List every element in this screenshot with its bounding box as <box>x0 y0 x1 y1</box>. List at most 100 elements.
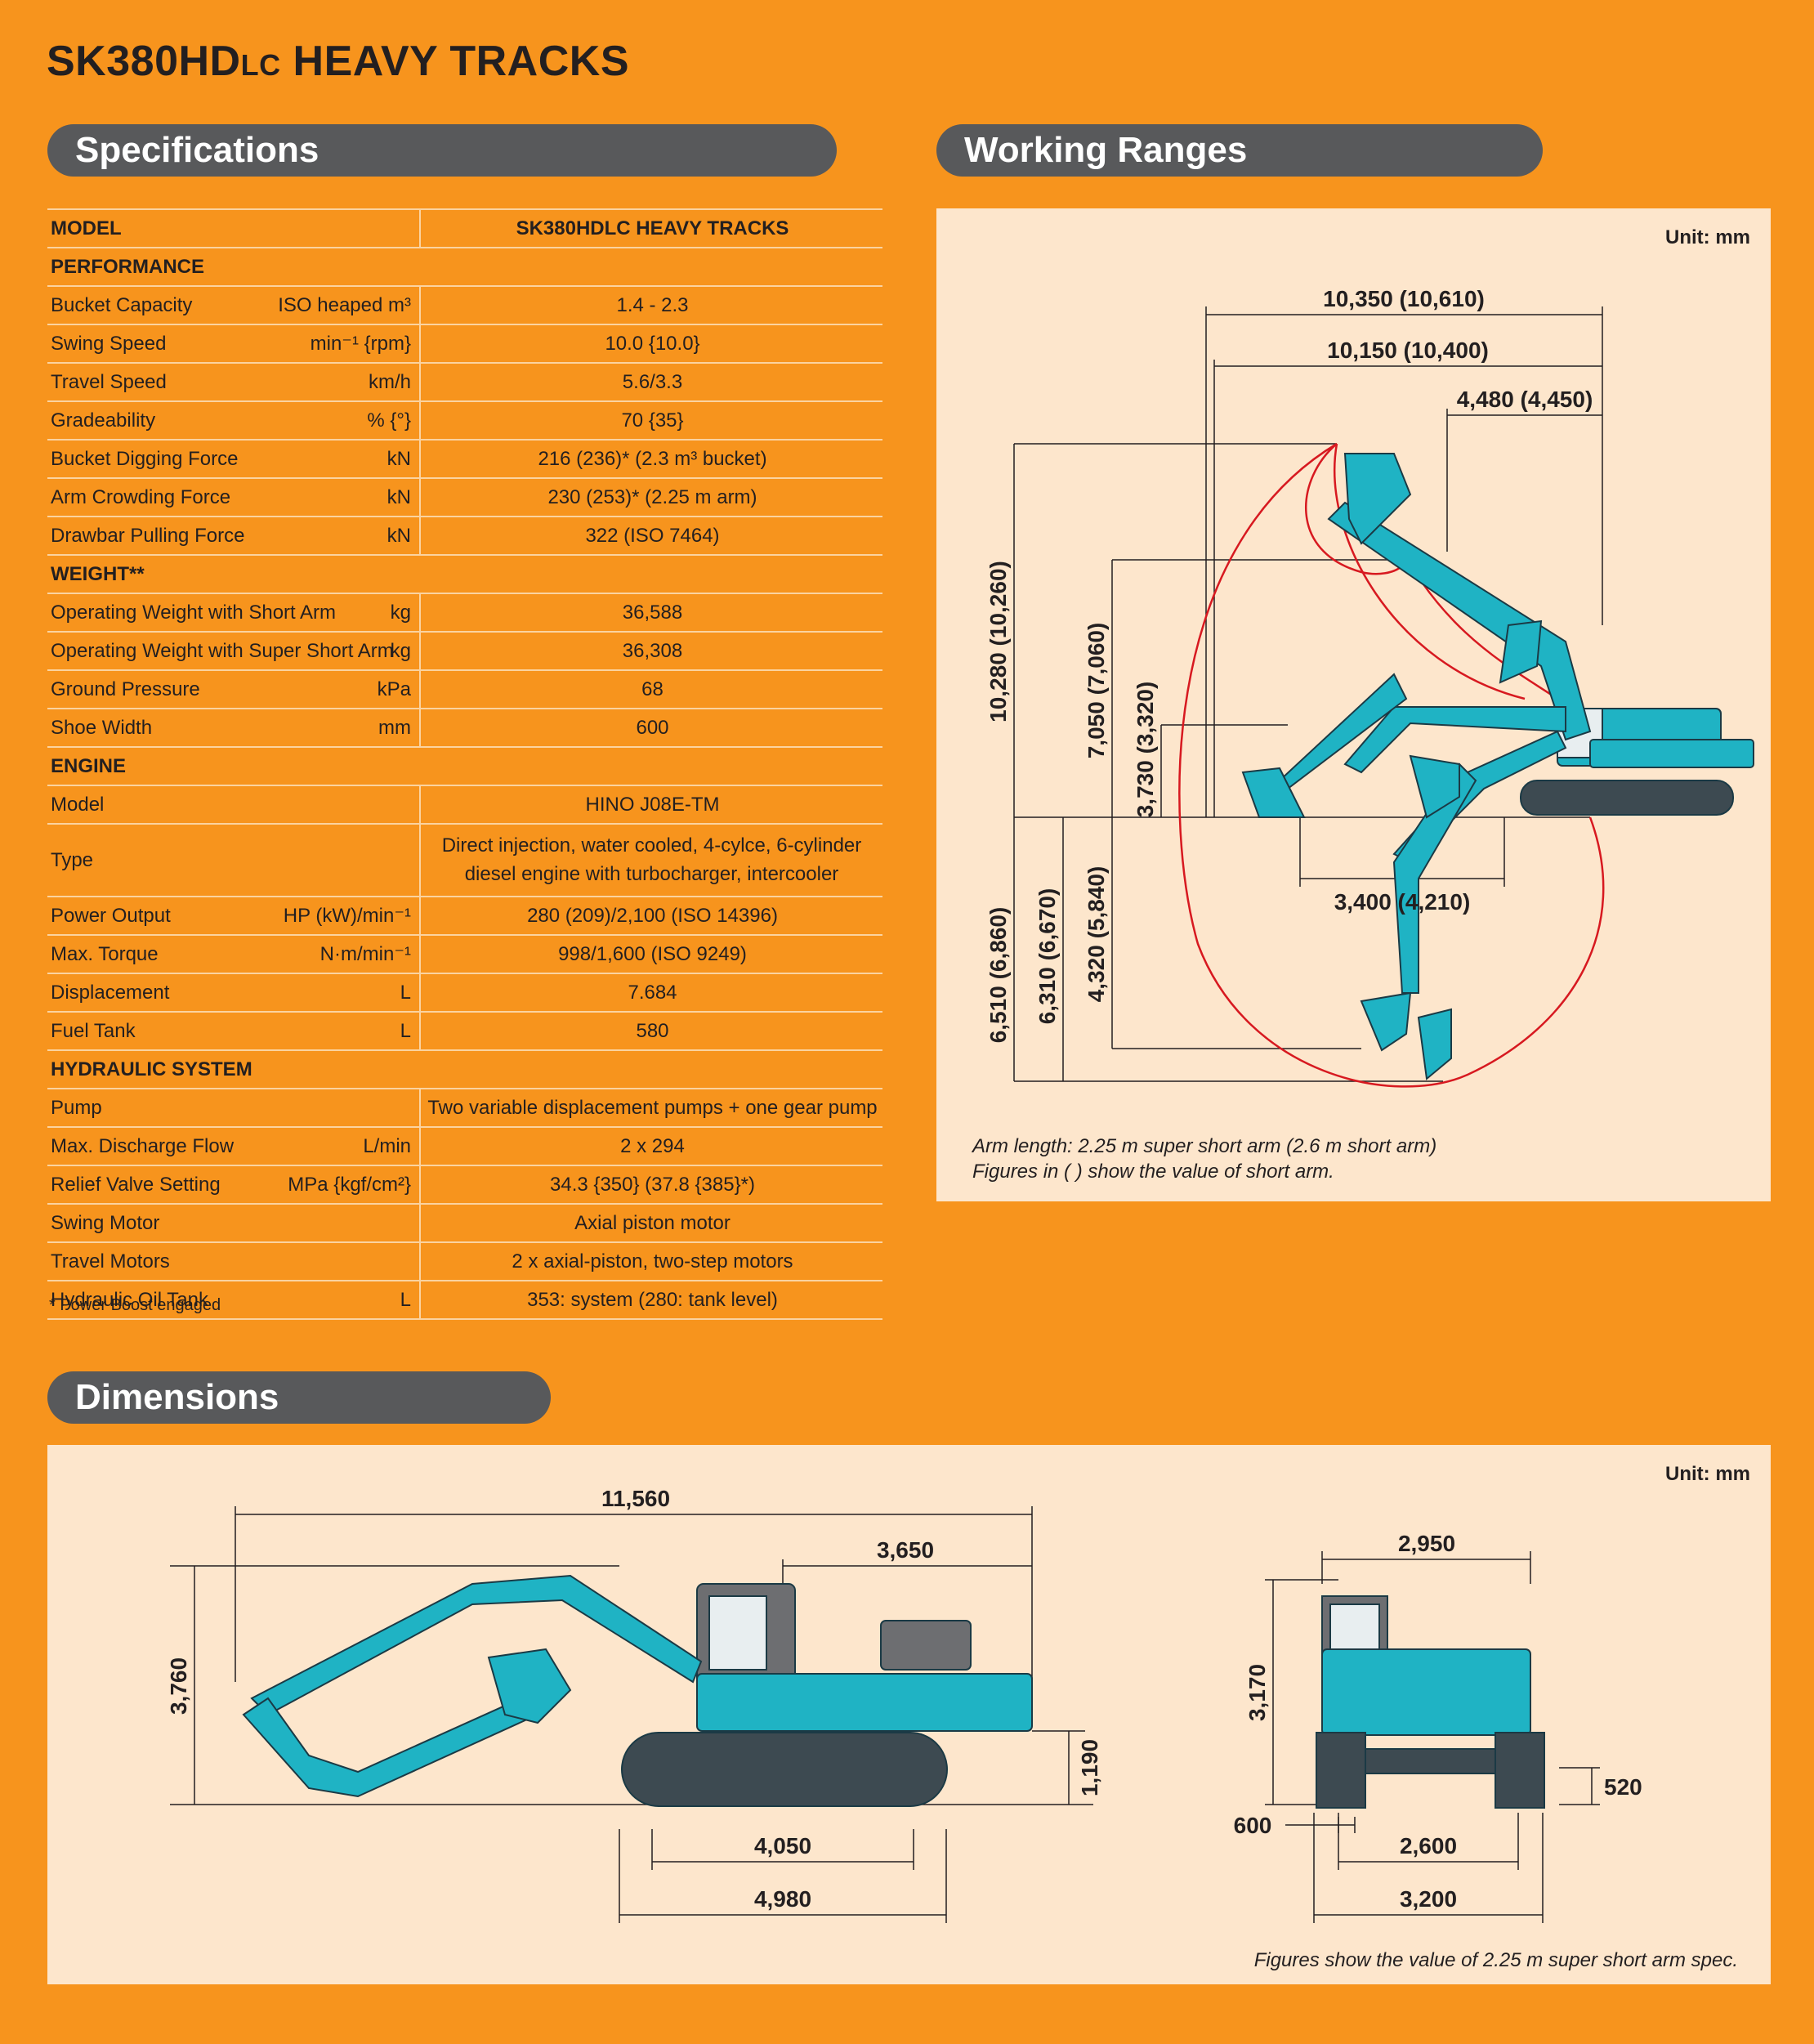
table-row: Displacement L 7.684 <box>47 973 882 1011</box>
table-row: Swing Speed min⁻¹ {rpm} 10.0 {10.0} <box>47 324 882 362</box>
spec-label: Travel Motors <box>51 1250 170 1272</box>
page-title: SK380HDLC HEAVY TRACKS <box>47 38 630 85</box>
vertical-wall-label: 4,320 (5,840) <box>1083 866 1109 1003</box>
spec-unit: kN <box>386 448 411 470</box>
spec-value: 600 <box>419 709 884 746</box>
spec-value: Axial piston motor <box>419 1205 884 1241</box>
spec-value: 5.6/3.3 <box>419 364 884 400</box>
spec-label: Travel Speed <box>51 371 167 393</box>
spec-label: Drawbar Pulling Force <box>51 525 245 547</box>
spec-unit: min⁻¹ {rpm} <box>310 333 411 355</box>
spec-label: Swing Motor <box>51 1212 160 1234</box>
spec-value: 230 (253)* (2.25 m arm) <box>419 479 884 516</box>
working-ranges-heading: Working Ranges <box>936 124 1543 177</box>
spec-unit: kN <box>386 486 411 508</box>
table-row: Travel Motors 2 x axial-piston, two-step … <box>47 1241 882 1280</box>
spec-value: 34.3 {350} (37.8 {385}*) <box>419 1166 884 1203</box>
table-row: Power Output HP (kW)/min⁻¹ 280 (209)/2,100… <box>47 896 882 934</box>
spec-unit: kg <box>390 602 411 624</box>
working-ranges-panel: Unit: mm <box>936 208 1771 1201</box>
dimensions-heading: Dimensions <box>47 1371 551 1424</box>
max-reach-label: 10,350 (10,610) <box>1323 286 1485 311</box>
spec-value: 280 (209)/2,100 (ISO 14396) <box>419 897 884 934</box>
spec-value: 36,308 <box>419 633 884 669</box>
depth-8ft-label: 6,310 (6,670) <box>1034 888 1060 1025</box>
model-header: MODEL <box>51 217 122 239</box>
dimensions-diagram: 11,560 3,650 3,760 1,190 4,050 4,980 2,9… <box>166 1486 1642 1923</box>
dig-depth-label: 6,510 (6,860) <box>985 907 1011 1044</box>
spec-label: Gradeability <box>51 409 156 432</box>
counterweight-clearance-label: 1,190 <box>1077 1739 1102 1796</box>
shoe-width-label: 600 <box>1234 1813 1272 1838</box>
spec-label: Arm Crowding Force <box>51 486 231 508</box>
upper-width-label: 2,950 <box>1398 1531 1455 1556</box>
spec-value: 10.0 {10.0} <box>419 325 884 362</box>
spec-label: Fuel Tank <box>51 1020 136 1042</box>
dimensions-panel: Unit: mm <box>47 1445 1771 1984</box>
spec-label: Pump <box>51 1097 102 1119</box>
table-row: Type Direct injection, water cooled, 4-c… <box>47 823 882 896</box>
spec-label: Relief Valve Setting <box>51 1174 221 1196</box>
min-dump-height-label: 3,730 (3,320) <box>1133 682 1158 818</box>
spec-unit: % {°} <box>367 409 411 432</box>
table-row: Fuel Tank L 580 <box>47 1011 882 1049</box>
spec-label: Hydraulic Oil Tank <box>51 1289 208 1311</box>
spec-value: 353: system (280: tank level) <box>419 1281 884 1318</box>
spec-value: 36,588 <box>419 594 884 631</box>
spec-value: 322 (ISO 7464) <box>419 517 884 554</box>
specifications-heading: Specifications <box>47 124 837 177</box>
table-row: Shoe Width mm 600 <box>47 708 882 746</box>
spec-unit: L/min <box>363 1135 411 1157</box>
spec-unit: L <box>400 1020 411 1042</box>
spec-label: Shoe Width <box>51 717 153 739</box>
track-gauge-label: 2,600 <box>1400 1833 1457 1858</box>
spec-value: 2 x axial-piston, two-step motors <box>419 1243 884 1280</box>
spec-label: Displacement <box>51 982 170 1004</box>
spec-unit: L <box>400 982 411 1004</box>
spec-value: Two variable displacement pumps + one ge… <box>419 1089 884 1126</box>
spec-value: 2 x 294 <box>419 1128 884 1165</box>
spec-unit: MPa {kgf/cm²} <box>288 1174 411 1196</box>
ground-reach-label: 10,150 (10,400) <box>1327 338 1489 363</box>
spec-label: Power Output <box>51 905 171 927</box>
section-hydraulic-system: HYDRAULIC SYSTEM <box>47 1049 882 1088</box>
spec-value: 580 <box>419 1013 884 1049</box>
level-floor-label: 3,400 (4,210) <box>1334 889 1471 915</box>
spec-label: Max. Torque <box>51 943 159 965</box>
spec-unit: L <box>400 1289 411 1311</box>
tumbler-distance-label: 4,050 <box>754 1833 811 1858</box>
spec-unit: HP (kW)/min⁻¹ <box>283 905 411 927</box>
model-name-header: SK380HDLC HEAVY TRACKS <box>419 210 884 247</box>
specifications-table: MODEL SK380HDLC HEAVY TRACKS PERFORMANCE… <box>47 208 882 1320</box>
swing-radius-label: 4,480 (4,450) <box>1457 387 1593 412</box>
table-row: Swing Motor Axial piston motor <box>47 1203 882 1241</box>
overall-length-label: 11,560 <box>601 1486 670 1511</box>
working-ranges-note: Arm length: 2.25 m super short arm (2.6 … <box>972 1135 1437 1183</box>
spec-value: 216 (236)* (2.3 m³ bucket) <box>419 441 884 477</box>
table-row: Model HINO J08E-TM <box>47 785 882 823</box>
overall-height-label: 3,760 <box>166 1657 191 1715</box>
spec-label: Swing Speed <box>51 333 167 355</box>
spec-label: Ground Pressure <box>51 678 200 700</box>
spec-value: 1.4 - 2.3 <box>419 287 884 324</box>
spec-unit: kN <box>386 525 411 547</box>
table-row: Drawbar Pulling Force kN 322 (ISO 7464) <box>47 516 882 554</box>
spec-unit: mm <box>378 717 411 739</box>
spec-unit: kg <box>390 640 411 662</box>
table-header-row: MODEL SK380HDLC HEAVY TRACKS <box>47 208 882 247</box>
unit-label: Unit: mm <box>1665 226 1750 248</box>
spec-unit: N·m/min⁻¹ <box>319 943 411 965</box>
overall-width-label: 3,200 <box>1400 1886 1457 1912</box>
spec-value: 7.684 <box>419 974 884 1011</box>
table-row: Relief Valve Setting MPa {kgf/cm²} 34.3 {3… <box>47 1165 882 1203</box>
section-weight: WEIGHT** <box>47 554 882 593</box>
spec-unit: kPa <box>377 678 411 700</box>
unit-label: Unit: mm <box>1665 1463 1750 1485</box>
section-performance: PERFORMANCE <box>47 247 882 285</box>
